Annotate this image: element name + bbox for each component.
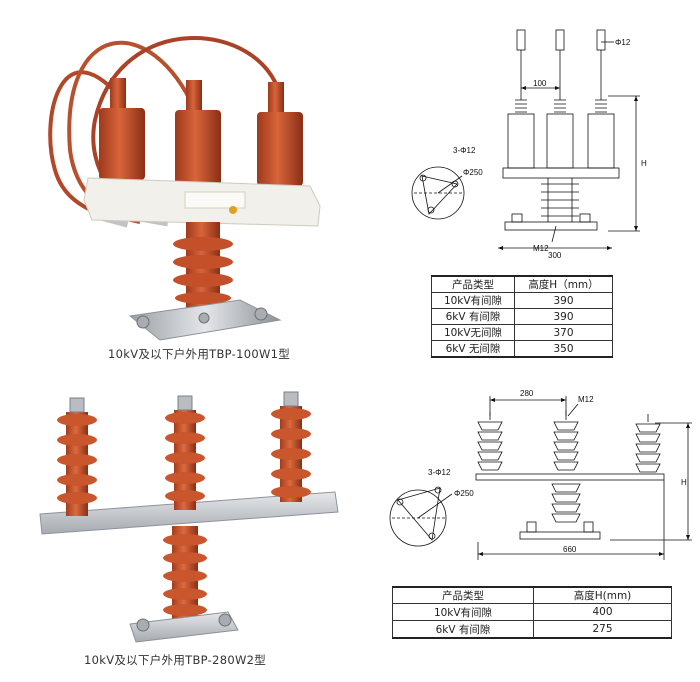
insulator-right xyxy=(271,391,311,502)
p2-dim-height: H xyxy=(681,478,687,487)
table-cell: 390 xyxy=(514,292,613,309)
table-cell: 6kV 有间隙 xyxy=(392,620,534,639)
table-header-cell: 产品类型 xyxy=(392,586,534,604)
table-cell: 370 xyxy=(514,324,613,341)
p1-dim-bolt: M12 xyxy=(533,244,549,253)
product1-caption: 10kV及以下户外用TBP-100W1型 xyxy=(108,347,291,361)
insulator-left xyxy=(57,397,97,516)
table-row: 10kV无间隙 370 xyxy=(431,324,613,341)
insulator-lower xyxy=(163,526,207,620)
p1-dim-width: 300 xyxy=(548,251,562,260)
table-row: 10kV有间隙 400 xyxy=(392,603,672,621)
table-header-cell: 高度H(mm) xyxy=(533,586,672,604)
product1-spec-table: 产品类型 高度H（mm） 10kV有间隙 390 6kV 有间隙 390 10k… xyxy=(431,275,613,358)
table-header-row: 产品类型 高度H(mm) xyxy=(392,586,672,604)
product2-caption: 10kV及以下户外用TBP-280W2型 xyxy=(84,653,267,667)
table-row: 6kV 无间隙 350 xyxy=(431,340,613,358)
p2-dim-bolt: M12 xyxy=(578,395,594,404)
table-cell: 10kV有间隙 xyxy=(392,603,534,621)
arrester-cap-2 xyxy=(175,80,221,186)
p2-dim-width: 660 xyxy=(563,545,577,554)
insulator-middle xyxy=(165,395,205,510)
table-cell: 275 xyxy=(533,620,672,639)
arrester-cap-1 xyxy=(99,78,145,180)
p1-dim-height: H xyxy=(641,159,647,168)
table-cell: 390 xyxy=(514,308,613,325)
table-row: 6kV 有间隙 275 xyxy=(392,620,672,639)
table-cell: 6kV 有间隙 xyxy=(431,308,515,325)
arrester-cap-3 xyxy=(257,82,303,186)
p2-dim-spacing: 280 xyxy=(520,389,534,398)
product2-spec-table: 产品类型 高度H(mm) 10kV有间隙 400 6kV 有间隙 275 xyxy=(392,586,672,639)
table-header-row: 产品类型 高度H（mm） xyxy=(431,275,613,293)
table-cell: 10kV有间隙 xyxy=(431,292,515,309)
p2-dim-circle: Φ250 xyxy=(454,489,474,498)
table-cell: 6kV 无间隙 xyxy=(431,340,515,358)
table-cell: 350 xyxy=(514,340,613,358)
p2-dim-holes: 3-Φ12 xyxy=(428,468,451,477)
p1-dim-hole: Φ12 xyxy=(615,38,631,47)
p1-dim-circle: Φ250 xyxy=(463,168,483,177)
table-cell: 400 xyxy=(533,603,672,621)
p1-dim-spacing: 100 xyxy=(533,79,547,88)
p1-dim-holes: 3-Φ12 xyxy=(453,146,476,155)
table-header-cell: 高度H（mm） xyxy=(514,275,613,293)
table-row: 6kV 有间隙 390 xyxy=(431,308,613,325)
table-row: 10kV有间隙 390 xyxy=(431,292,613,309)
table-cell: 10kV无间隙 xyxy=(431,324,515,341)
table-header-cell: 产品类型 xyxy=(431,275,515,293)
product1-photo xyxy=(48,36,321,341)
